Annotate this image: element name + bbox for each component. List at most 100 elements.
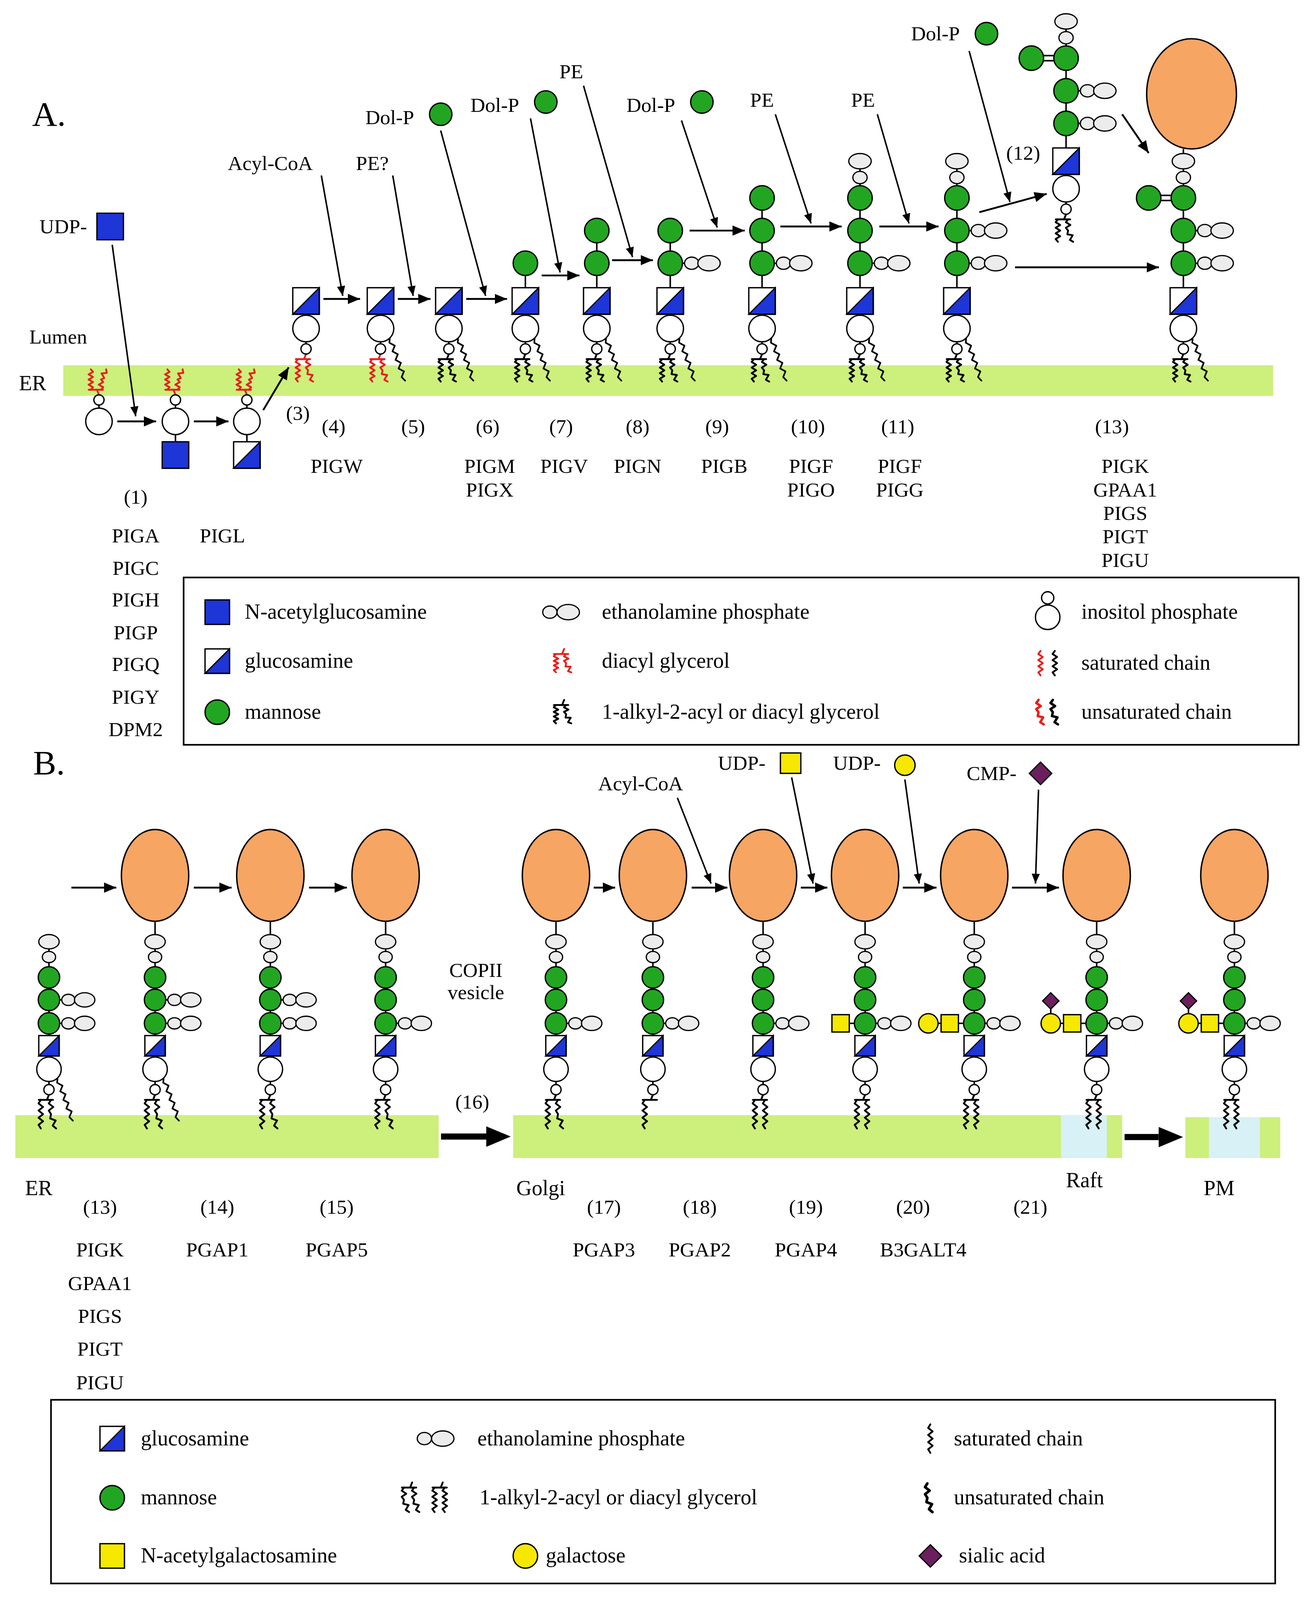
phosphate-circle — [1178, 343, 1189, 355]
step-number: (5) — [401, 415, 425, 438]
glucosamine-ground — [855, 1035, 876, 1056]
compartment-label: Lumen — [29, 325, 87, 348]
galactose-circle — [894, 755, 916, 776]
saturated-chain — [586, 358, 591, 382]
glucosamine-outline — [748, 287, 776, 315]
reagent-label: Acyl-CoA — [598, 772, 684, 795]
mannose-circle — [374, 966, 397, 988]
glucosamine-half — [38, 1035, 60, 1056]
bond-line — [652, 921, 654, 935]
glucosamine-ground — [964, 1035, 985, 1056]
phosphate-oval — [1247, 1017, 1261, 1029]
phosphate-circle — [1041, 591, 1054, 605]
legend-text: ethanolamine phosphate — [602, 600, 810, 625]
legend-text: unsaturated chain — [953, 1485, 1105, 1510]
glucosamine-outline — [375, 1035, 397, 1056]
gene-name: DPM2 — [108, 718, 163, 741]
phosphate-circle — [43, 1084, 55, 1095]
saturated-chain — [515, 358, 520, 382]
acyl-chain — [1192, 337, 1209, 381]
phosphate-oval — [417, 1432, 432, 1445]
mannose-circle — [1053, 111, 1079, 136]
ethanolamine-oval — [556, 604, 580, 620]
phosphate-oval — [568, 1017, 583, 1029]
ethanolamine-oval — [38, 934, 60, 949]
step-number: (11) — [881, 415, 915, 438]
ethanolamine-oval — [180, 992, 202, 1007]
mannose-circle — [749, 218, 775, 243]
membrane-band: ER — [63, 365, 1274, 396]
ethanolamine-oval — [1093, 115, 1116, 132]
mannose-circle — [1053, 45, 1079, 71]
ethanolamine-oval — [642, 934, 664, 949]
ethanolamine-oval — [788, 1015, 810, 1031]
glucosamine-outline — [1170, 287, 1197, 315]
membrane-band-fill — [63, 365, 1274, 396]
reaction-arrow — [530, 118, 561, 273]
mannose-circle — [854, 1012, 876, 1034]
ethanolamine-oval — [1054, 13, 1078, 30]
unsaturated-chain — [385, 1099, 393, 1129]
glucosamine-outline — [1086, 1035, 1107, 1056]
inositol-circle — [543, 1057, 569, 1082]
ethanolamine-oval — [855, 934, 876, 949]
mannose-circle — [584, 251, 610, 276]
protein-oval — [522, 829, 590, 922]
galnac-square — [941, 1014, 959, 1032]
raft-region — [1208, 1117, 1260, 1158]
inositol-circle — [748, 315, 776, 342]
mannose-circle — [847, 185, 873, 211]
glucosamine-half — [583, 287, 610, 315]
acyl-chain — [605, 337, 622, 381]
phosphate-oval — [646, 951, 660, 963]
legend-frame — [183, 577, 1300, 745]
saturated-chain — [38, 1099, 44, 1129]
reaction-arrow — [593, 886, 616, 889]
reaction-arrow — [193, 420, 229, 423]
glucosamine-ground — [1170, 287, 1197, 315]
compartment-label: ER — [18, 371, 47, 396]
unsaturated-chain — [401, 1487, 410, 1513]
reaction-arrow — [904, 779, 920, 884]
reaction-arrow — [775, 114, 811, 224]
mannose-circle — [1223, 966, 1245, 988]
bond-line — [154, 921, 156, 935]
reaction-arrow — [800, 886, 828, 889]
gene-name: PIGF — [789, 455, 834, 478]
phosphate-oval — [971, 224, 986, 237]
gene-name: PIGM — [464, 455, 516, 478]
glucosamine-half — [435, 287, 463, 315]
reagent-label: CMP- — [966, 762, 1017, 785]
saturated-chain — [553, 704, 559, 724]
mannose-circle — [1136, 185, 1162, 211]
reagent-label: Dol-P — [470, 93, 520, 117]
phosphate-oval — [1059, 31, 1074, 44]
reaction-arrow — [309, 886, 347, 889]
ethanolamine-oval — [581, 1015, 603, 1031]
unsaturated-chain — [246, 369, 255, 390]
step-number: (7) — [549, 415, 573, 438]
saturated-chain — [1096, 1099, 1101, 1129]
glucosamine-half — [752, 1035, 774, 1056]
phosphate-circle — [757, 343, 768, 355]
mannose-circle — [1053, 78, 1079, 104]
phosphate-oval — [61, 994, 76, 1006]
protein-oval — [619, 829, 687, 922]
protein-oval — [121, 829, 189, 922]
step-number: (19) — [789, 1195, 824, 1218]
mannose-circle — [1019, 45, 1044, 71]
phosphate-oval — [379, 951, 393, 963]
phosphate-oval — [1080, 84, 1095, 97]
inositol-circle — [142, 1057, 168, 1082]
mannose-circle — [1085, 989, 1108, 1011]
ethanolamine-oval — [1210, 222, 1234, 239]
reaction-arrow — [969, 50, 1011, 203]
legend-text: 1-alkyl-2-acyl or diacyl glycerol — [602, 700, 880, 724]
legend-text: glucosamine — [244, 649, 354, 673]
step-number: (20) — [896, 1195, 931, 1218]
glucosamine-outline — [205, 648, 230, 674]
glucosamine-ground — [846, 287, 874, 315]
glucosamine-half — [511, 287, 539, 315]
membrane-band-fill — [513, 1115, 1123, 1158]
inositol-circle — [1035, 604, 1060, 630]
